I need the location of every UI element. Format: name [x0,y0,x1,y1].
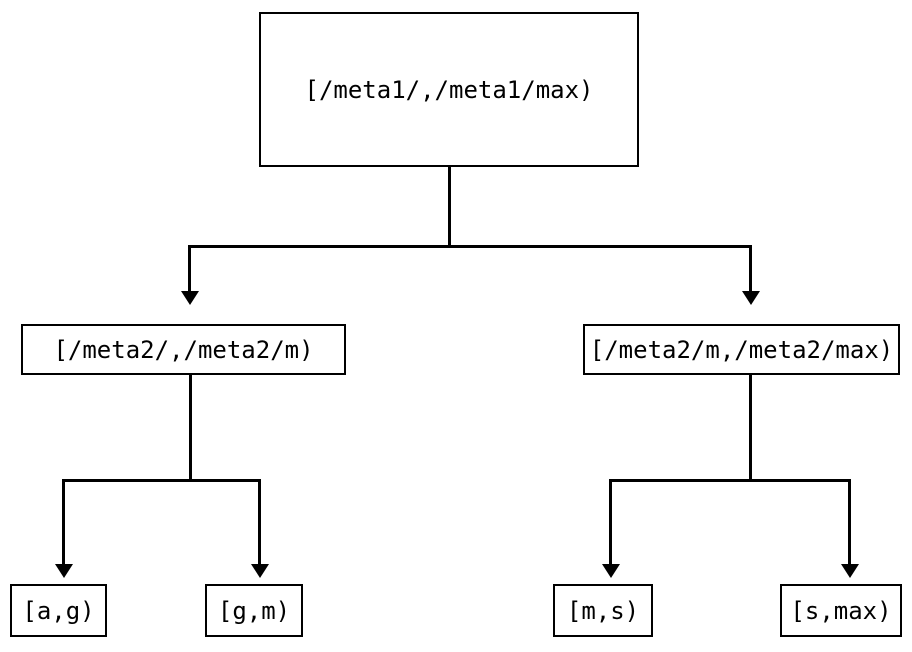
edge-root-to-mid-right [749,245,752,291]
node-leaf-m-s[interactable]: [m,s) [553,584,653,637]
arrowhead-mid-right-to-leaf-m-s [602,564,620,578]
edge-mid-left-stem [189,375,192,482]
node-root[interactable]: [/meta1/,/meta1/max) [259,12,639,167]
arrowhead-mid-left-to-leaf-g-m [251,564,269,578]
edge-mid-right-bar [609,479,851,482]
edge-root-to-mid-left [188,245,191,291]
edge-mid-left-to-leaf-a-g [62,479,65,564]
edge-root-bar [188,245,752,248]
node-leaf-s-max-label: [s,max) [790,596,892,625]
edge-mid-left-bar [62,479,261,482]
edge-mid-right-stem [749,375,752,482]
arrowhead-root-to-mid-left [181,291,199,305]
node-leaf-a-g-label: [a,g) [22,596,95,625]
node-mid-right[interactable]: [/meta2/m,/meta2/max) [583,324,900,375]
edge-mid-right-to-leaf-s-max [848,479,851,564]
node-leaf-a-g[interactable]: [a,g) [10,584,107,637]
node-mid-left[interactable]: [/meta2/,/meta2/m) [21,324,346,375]
node-mid-right-label: [/meta2/m,/meta2/max) [589,335,894,364]
arrowhead-root-to-mid-right [742,291,760,305]
arrowhead-mid-left-to-leaf-a-g [55,564,73,578]
edge-mid-left-to-leaf-g-m [258,479,261,564]
node-leaf-g-m-label: [g,m) [217,596,291,625]
edge-mid-right-to-leaf-m-s [609,479,612,564]
node-leaf-s-max[interactable]: [s,max) [780,584,902,637]
edge-root-stem [448,167,451,248]
node-mid-left-label: [/meta2/,/meta2/m) [53,335,314,364]
arrowhead-mid-right-to-leaf-s-max [841,564,859,578]
node-leaf-g-m[interactable]: [g,m) [205,584,303,637]
node-root-label: [/meta1/,/meta1/max) [304,75,594,104]
node-leaf-m-s-label: [m,s) [566,596,640,625]
